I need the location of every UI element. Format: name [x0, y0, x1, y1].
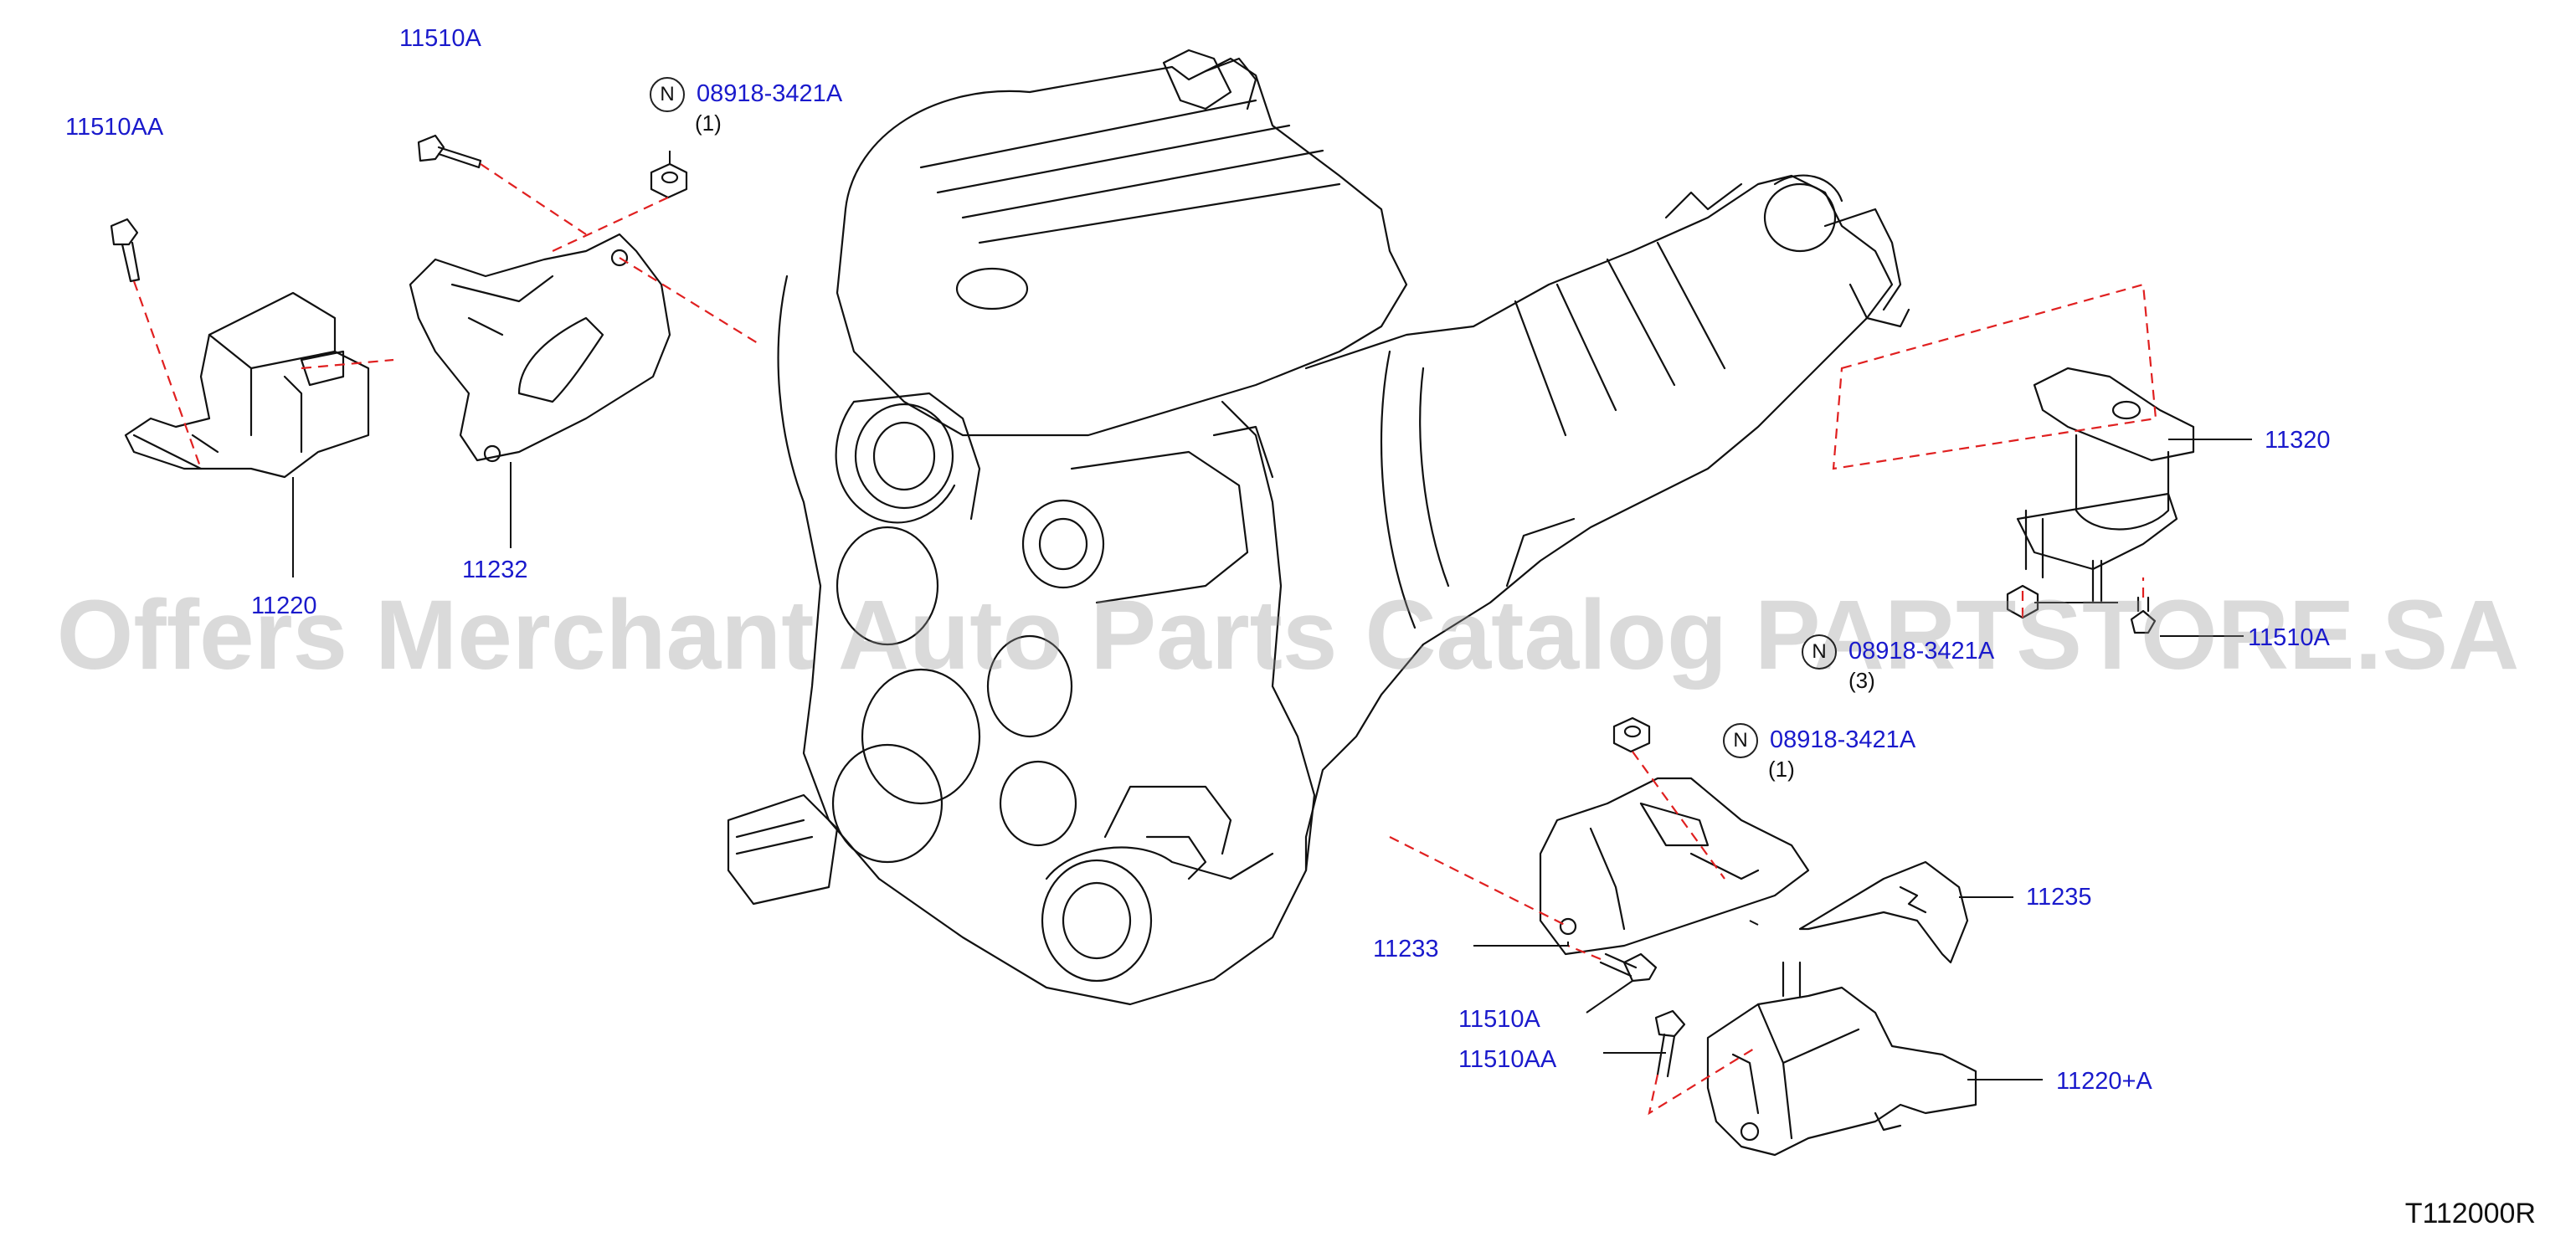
bolt-11510a-bottom: [1599, 952, 1658, 983]
mount-11220: [124, 291, 370, 479]
n-marker-right: N: [1802, 634, 1837, 670]
label-11320[interactable]: 11320: [2265, 427, 2331, 454]
engine-illustration: [727, 49, 1408, 1006]
nut-08918-right: [2006, 584, 2039, 619]
nut-08918-top: [650, 162, 688, 199]
bolt-11510a-right: [2130, 596, 2157, 634]
transmission-illustration: [1304, 174, 1910, 872]
mount-11320: [2016, 367, 2195, 604]
mount-11220-a: [1706, 961, 1977, 1157]
shield-11235: [1798, 860, 1969, 964]
n-marker-mid: N: [1723, 723, 1758, 758]
label-11235[interactable]: 11235: [2026, 884, 2092, 911]
qty-mid: (1): [1768, 757, 1795, 782]
assembly-guide-lines: [132, 163, 2157, 1116]
bolt-11510a-top: [417, 134, 482, 169]
nut-08918-mid: [1612, 716, 1651, 753]
label-11510aa-bottom[interactable]: 11510AA: [1458, 1046, 1557, 1073]
label-11510a-right[interactable]: 11510A: [2248, 624, 2330, 651]
label-11233[interactable]: 11233: [1373, 936, 1439, 962]
label-11220[interactable]: 11220: [251, 593, 317, 619]
label-11510aa-left[interactable]: 11510AA: [65, 114, 164, 141]
bolt-11510aa-bottom: [1654, 1009, 1686, 1078]
bolt-11510aa-left: [110, 218, 141, 283]
diagram-code: T112000R: [2404, 1198, 2536, 1229]
label-11510a-top[interactable]: 11510A: [399, 25, 481, 52]
label-08918-right[interactable]: 08918-3421A: [1848, 638, 1995, 665]
label-11510a-bottom[interactable]: 11510A: [1458, 1006, 1540, 1033]
label-08918-top[interactable]: 08918-3421A: [697, 80, 843, 107]
bracket-11233: [1539, 777, 1810, 956]
label-11232[interactable]: 11232: [462, 557, 528, 583]
label-11220-a[interactable]: 11220+A: [2056, 1068, 2152, 1095]
qty-top: (1): [695, 110, 722, 136]
n-marker-top: N: [650, 77, 685, 112]
leader-lines: [292, 151, 2252, 1080]
label-08918-mid[interactable]: 08918-3421A: [1770, 726, 1916, 753]
qty-right: (3): [1848, 668, 1875, 693]
bracket-11232: [409, 233, 671, 463]
